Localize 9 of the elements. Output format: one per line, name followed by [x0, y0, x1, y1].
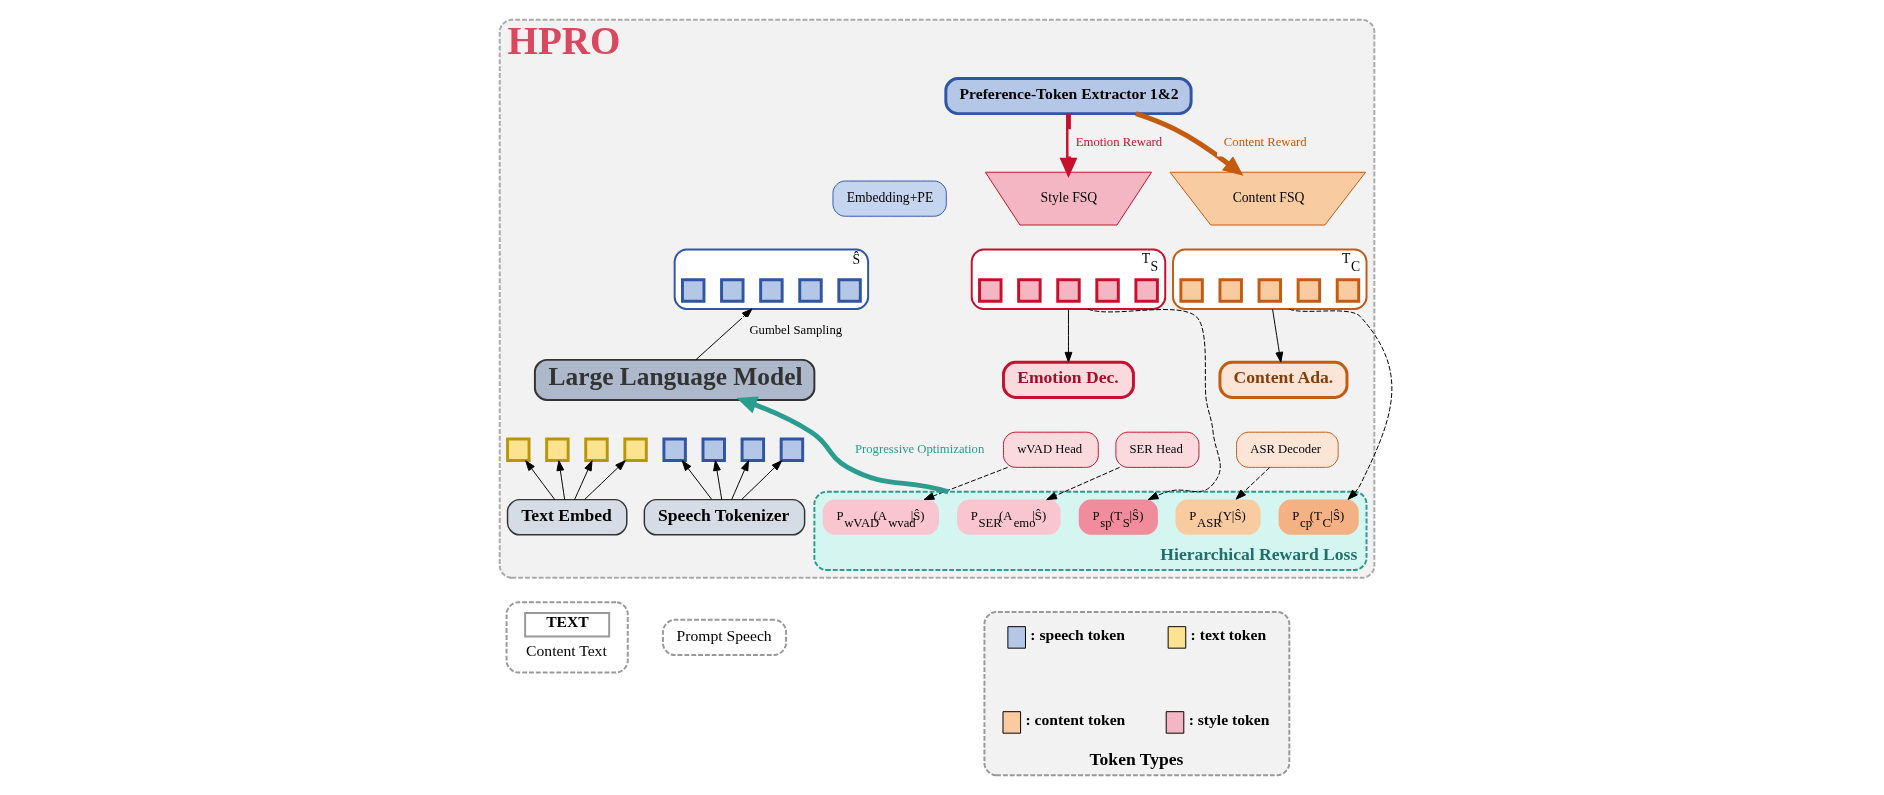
node-label: Ŝ — [852, 252, 861, 268]
legend-label: : content token — [1025, 711, 1126, 729]
edge-label: Gumbel Sampling — [749, 322, 843, 337]
legend-label: : style token — [1188, 711, 1270, 729]
edge-label: Emotion Reward — [1075, 135, 1163, 150]
edge-label: Content Reward — [1223, 135, 1307, 150]
edge-label: Progressive Optimization — [854, 442, 985, 457]
legend-label: : text token — [1190, 626, 1267, 644]
legend-label: : speech token — [1030, 626, 1125, 644]
